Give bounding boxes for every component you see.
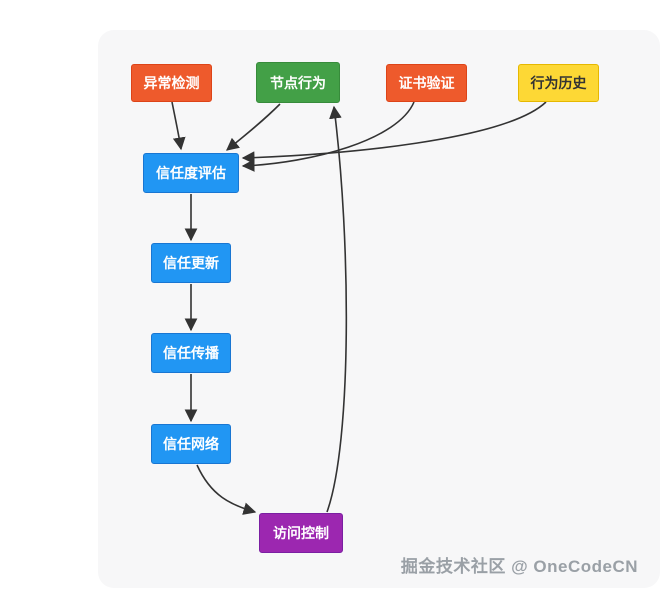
node-trust-propagation-label: 信任传播	[163, 345, 219, 361]
node-behavior-history-label: 行为历史	[530, 75, 587, 91]
node-node-behavior: 节点行为	[256, 62, 340, 103]
node-trust-update-label: 信任更新	[163, 255, 219, 271]
node-node-behavior-label: 节点行为	[270, 74, 326, 91]
node-anomaly-detection: 异常检测	[131, 64, 212, 102]
node-access-control-label: 访问控制	[273, 525, 329, 541]
watermark-text: 掘金技术社区 @ OneCodeCN	[400, 557, 638, 576]
node-certificate-verification-label: 证书验证	[398, 75, 455, 91]
node-access-control: 访问控制	[259, 513, 343, 553]
node-trust-evaluation: 信任度评估	[143, 153, 239, 193]
node-trust-network: 信任网络	[151, 424, 231, 464]
node-anomaly-detection-label: 异常检测	[143, 75, 200, 91]
node-certificate-verification: 证书验证	[386, 64, 467, 102]
node-trust-propagation: 信任传播	[151, 333, 231, 373]
node-trust-evaluation-label: 信任度评估	[156, 165, 226, 181]
node-trust-network-label: 信任网络	[163, 436, 219, 452]
node-behavior-history: 行为历史	[518, 64, 599, 102]
diagram-background-panel	[98, 30, 660, 588]
node-trust-update: 信任更新	[151, 243, 231, 283]
